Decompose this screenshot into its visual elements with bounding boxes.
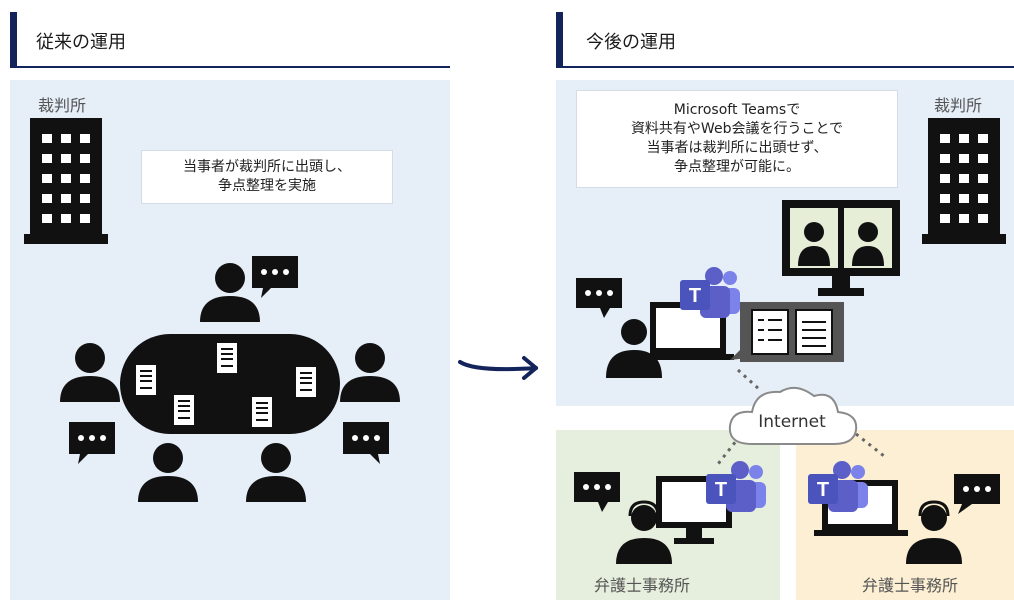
speech-bubble-icon bbox=[576, 278, 622, 318]
teams-logo-icon: T bbox=[808, 461, 868, 512]
right-section-title: 今後の運用 bbox=[586, 32, 676, 53]
right-callout-line-3: 当事者は裁判所に出頭せず、 bbox=[646, 140, 828, 156]
building-icon bbox=[922, 118, 1006, 244]
left-callout: 当事者が裁判所に出頭し、 争点整理を実施 bbox=[141, 150, 393, 204]
law-office-left-label: 弁護士事務所 bbox=[594, 576, 691, 595]
cloud-icon bbox=[728, 386, 858, 445]
svg-text:T: T bbox=[715, 479, 727, 501]
right-callout: Microsoft Teamsで 資料共有やWeb会議を行うことで 当事者は裁判… bbox=[576, 90, 898, 188]
left-header-accent bbox=[10, 12, 17, 68]
building-icon bbox=[24, 118, 108, 244]
teams-logo-icon: T bbox=[706, 461, 766, 512]
speech-bubble-icon bbox=[252, 256, 298, 298]
speech-bubble-icon bbox=[343, 422, 389, 464]
right-header-underline bbox=[556, 66, 1014, 68]
teams-logo-icon: T bbox=[680, 267, 740, 318]
left-court-label: 裁判所 bbox=[38, 96, 87, 115]
meeting-table-illustration bbox=[60, 256, 400, 502]
left-callout-line-1: 当事者が裁判所に出頭し、 bbox=[183, 159, 351, 175]
svg-text:T: T bbox=[817, 479, 829, 501]
svg-text:T: T bbox=[689, 285, 701, 307]
internet-label: Internet bbox=[758, 412, 826, 432]
person-icon bbox=[340, 343, 400, 402]
left-section-title: 従来の運用 bbox=[36, 32, 126, 53]
person-icon bbox=[200, 263, 260, 322]
left-header-underline bbox=[10, 66, 450, 68]
document-icon bbox=[172, 393, 196, 427]
remote-participant-illustration bbox=[576, 278, 734, 378]
arrow-right-icon bbox=[458, 356, 538, 380]
monitor-icon bbox=[782, 200, 900, 296]
document-icon bbox=[215, 341, 239, 375]
left-callout-line-2: 争点整理を実施 bbox=[218, 178, 316, 194]
person-icon bbox=[138, 443, 198, 502]
right-callout-line-2: 資料共有やWeb会議を行うことで bbox=[630, 121, 844, 137]
right-callout-line-1: Microsoft Teamsで bbox=[673, 102, 801, 118]
checklist-icon bbox=[730, 302, 844, 362]
right-callout-line-4: 争点整理が可能に。 bbox=[673, 159, 800, 175]
speech-bubble-icon bbox=[574, 472, 620, 512]
document-icon bbox=[294, 365, 318, 399]
law-office-right-label: 弁護士事務所 bbox=[862, 576, 959, 595]
document-icon bbox=[134, 363, 158, 397]
right-court-label: 裁判所 bbox=[934, 96, 983, 115]
network-connectors bbox=[716, 368, 885, 465]
person-icon bbox=[60, 343, 120, 402]
document-icon bbox=[250, 395, 274, 429]
speech-bubble-icon bbox=[69, 422, 115, 464]
person-icon bbox=[246, 443, 306, 502]
speech-bubble-icon bbox=[954, 474, 1000, 514]
right-header-accent bbox=[556, 12, 563, 68]
